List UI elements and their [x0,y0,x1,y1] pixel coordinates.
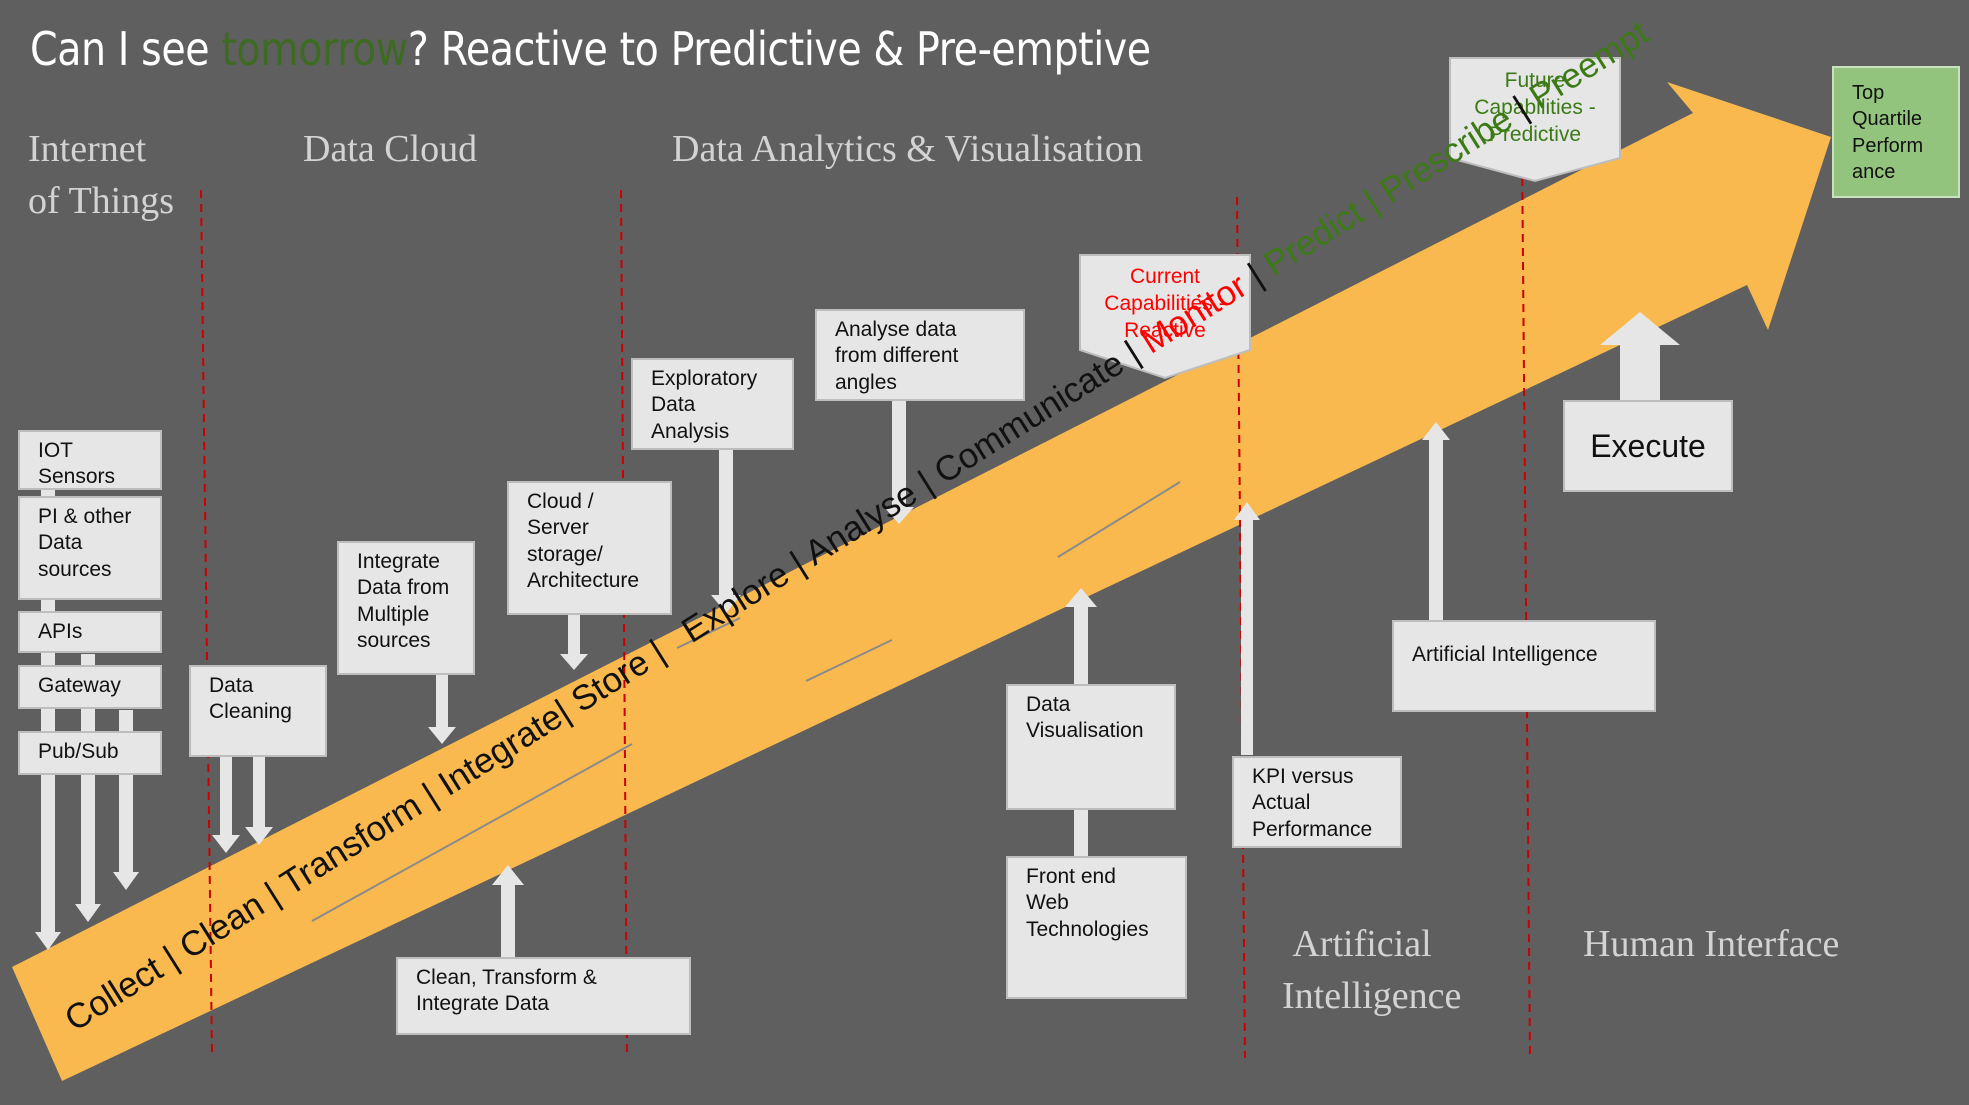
box-iot-sensors: IOT Sensors [18,430,162,490]
title-suffix: ? Reactive to Predictive & Pre-emptive [407,22,1151,76]
box-data-cleaning: Data Cleaning [189,665,327,757]
box-pi-data-sources: PI & other Data sources [18,496,162,600]
box-cloud-storage: Cloud / Server storage/ Architecture [507,481,672,615]
title-prefix: Can I see [30,22,222,76]
box-pubsub: Pub/Sub [18,731,162,775]
box-analyse-angles: Analyse data from different angles [815,309,1025,401]
slide-title: Can I see tomorrow? Reactive to Predicti… [30,22,1151,76]
divider-cloud-analytics [620,189,628,1056]
future-capabilities-shape [1449,57,1621,183]
callout-future-capabilities: Future Capabilities - Predictive [1474,69,1596,146]
divider-iot-cloud [200,189,213,1056]
box-kpi: KPI versus Actual Performance [1232,756,1402,848]
box-exploratory-analysis: Exploratory Data Analysis [631,358,794,450]
box-clean-transform: Clean, Transform & Integrate Data [396,957,691,1035]
box-artificial-intelligence: Artificial Intelligence [1392,620,1656,712]
arrow-underlines [311,481,1181,922]
box-data-visualisation: Data Visualisation [1006,684,1176,810]
section-ai: Artificial Intelligence [1282,923,1462,1018]
current-capabilities-shape [1079,254,1251,380]
section-data-cloud: Data Cloud [303,128,478,170]
box-integrate-data: Integrate Data from Multiple sources [337,541,475,675]
progress-arrow [12,82,1831,1081]
box-execute: Execute [1563,400,1733,492]
box-front-end: Front end Web Technologies [1006,856,1187,999]
section-human-interface: Human Interface [1583,923,1840,965]
box-gateway: Gateway [18,665,162,709]
box-top-quartile: Top Quartile Perform ance [1832,66,1960,198]
section-iot: Internet of Things [28,128,175,223]
title-highlight: tomorrow [221,22,408,76]
box-apis: APIs [18,611,162,653]
divider-ai-human [1521,149,1531,1059]
section-analytics: Data Analytics & Visualisation [672,128,1143,170]
callout-current-capabilities: Current Capabilities - Reactive [1104,265,1226,342]
